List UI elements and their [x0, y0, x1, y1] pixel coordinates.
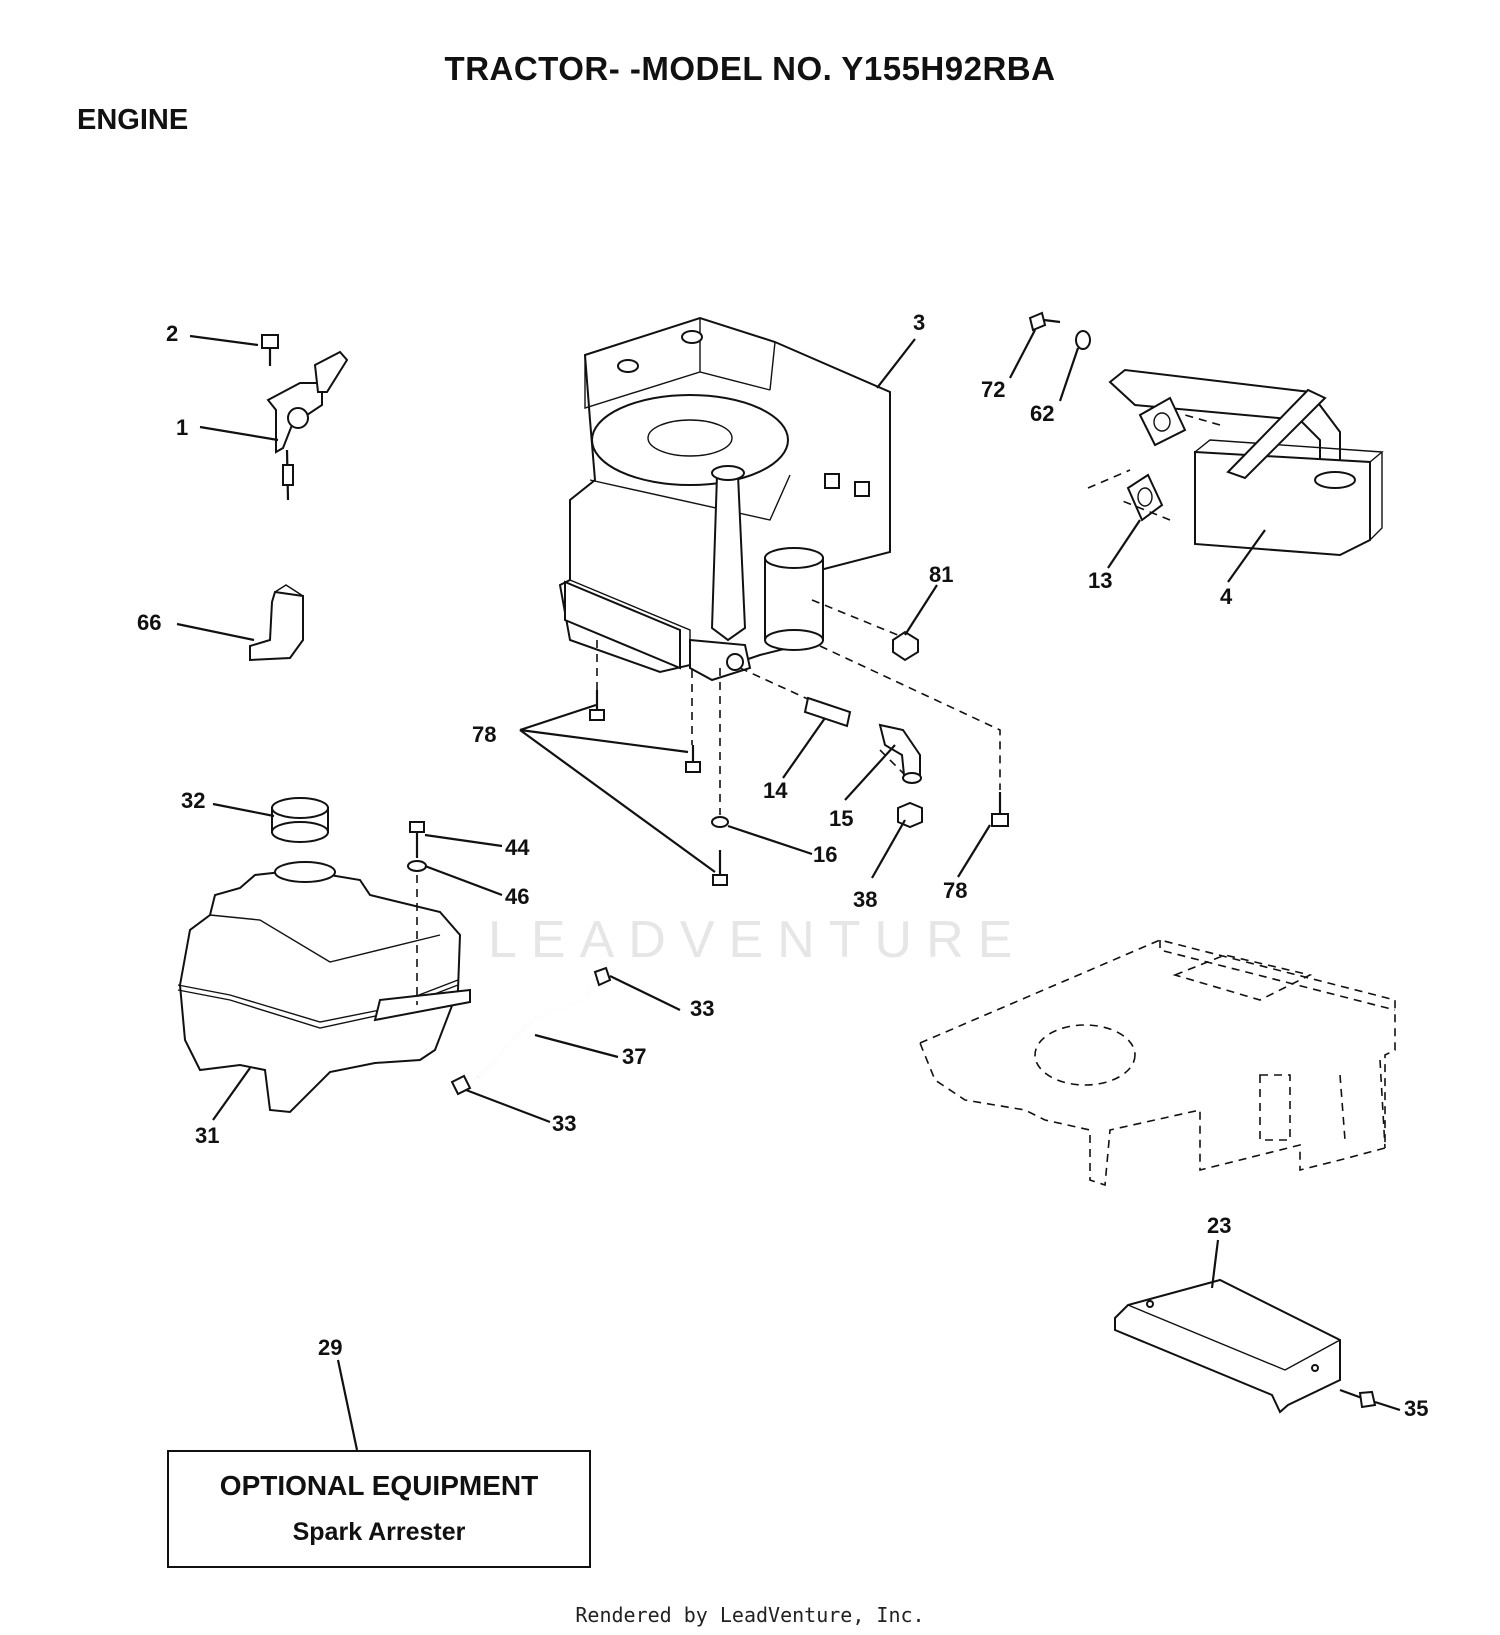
muffler-part — [1108, 368, 1384, 557]
callout-38: 38 — [853, 887, 877, 912]
bolt-part-78-right — [991, 792, 1009, 827]
bracket-part — [249, 584, 304, 662]
callout-33-bottom: 33 — [552, 1111, 576, 1136]
callout-13: 13 — [1088, 568, 1112, 593]
muffler-gasket-part-62 — [1138, 396, 1187, 447]
callout-44: 44 — [505, 835, 530, 860]
callout-4: 4 — [1220, 584, 1233, 609]
nut-part-38 — [897, 801, 923, 829]
fuel-cap-part — [271, 797, 329, 843]
screw-part-44 — [409, 821, 425, 858]
muffler-dash-lines — [1087, 414, 1221, 521]
nut-part-81 — [892, 630, 919, 662]
callout-1: 1 — [176, 415, 188, 440]
dash-line-81 — [811, 599, 911, 641]
callout-16: 16 — [813, 842, 837, 867]
callout-23: 23 — [1207, 1213, 1231, 1238]
callout-72: 72 — [981, 377, 1005, 402]
callout-81: 81 — [929, 562, 953, 587]
bolt-part-78-b — [685, 670, 701, 773]
dash-line-78-right — [819, 645, 1001, 790]
callout-46: 46 — [505, 884, 529, 909]
bolt-part-78-a — [589, 640, 605, 721]
spark-arrester-label: Spark Arrester — [292, 1518, 466, 1546]
bolt-part-78-c — [712, 850, 728, 886]
leader-lines — [176, 329, 1401, 1451]
callout-29: 29 — [318, 1335, 342, 1360]
watermark: LEADVENTURE — [488, 911, 1026, 969]
tractor-frame — [918, 939, 1396, 1187]
clamp-part-33-top — [593, 966, 612, 987]
throttle-screw-part — [261, 334, 279, 366]
shield-part-23 — [1114, 1278, 1341, 1414]
washer-part-16 — [711, 668, 729, 828]
callout-62: 62 — [1030, 401, 1054, 426]
fuel-line-part — [477, 979, 598, 1078]
section-title: ENGINE — [77, 104, 189, 136]
bolt-part-72 — [1028, 311, 1061, 332]
engine-part — [558, 316, 891, 682]
optional-equipment-box: OPTIONAL EQUIPMENT Spark Arrester — [167, 1450, 591, 1568]
clamp-part-33-bottom — [450, 1074, 472, 1096]
callout-14: 14 — [763, 778, 788, 803]
page-title: TRACTOR- -MODEL NO. Y155H92RBA — [444, 50, 1056, 87]
callout-33-top: 33 — [690, 996, 714, 1021]
callout-66: 66 — [137, 610, 161, 635]
elbow-part-15 — [878, 723, 922, 784]
footer-credit: Rendered by LeadVenture, Inc. — [575, 1603, 925, 1627]
callout-35: 35 — [1404, 1396, 1428, 1421]
callout-3: 3 — [913, 310, 925, 335]
callout-31: 31 — [195, 1123, 219, 1148]
callout-78-left: 78 — [472, 722, 496, 747]
callout-78-right: 78 — [943, 878, 967, 903]
callout-2: 2 — [166, 321, 178, 346]
callout-32: 32 — [181, 788, 205, 813]
washer-part-62 — [1075, 330, 1091, 350]
callout-37: 37 — [622, 1044, 646, 1069]
muffler-gasket-part-13 — [1126, 473, 1164, 522]
dash-line-fuel — [739, 667, 811, 701]
callout-15: 15 — [829, 806, 853, 831]
throttle-control-part — [266, 350, 349, 501]
nipple-part-14 — [803, 696, 852, 728]
fuel-tank-part — [177, 861, 471, 1114]
bolt-part-35 — [1339, 1388, 1377, 1409]
optional-equipment-heading: OPTIONAL EQUIPMENT — [219, 1470, 539, 1501]
